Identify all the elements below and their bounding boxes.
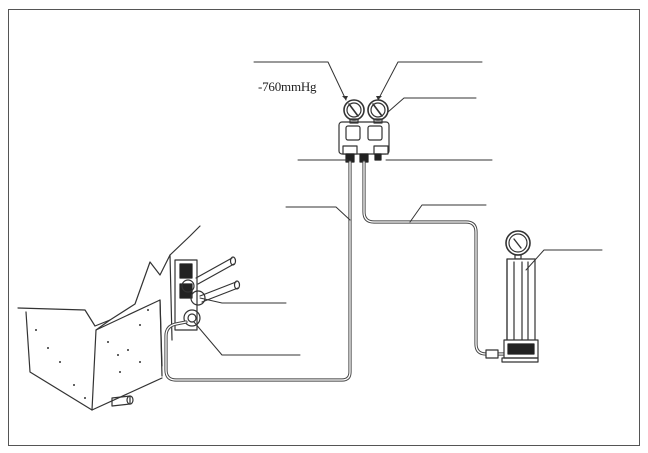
service-valve-icon <box>174 256 241 331</box>
center-charging-hose-inner <box>363 161 507 355</box>
high-pressure-gauge-icon <box>367 99 389 124</box>
outdoor-unit-icon <box>17 225 201 411</box>
refrigerant-cylinder-icon <box>501 230 539 363</box>
low-pressure-gauge-icon <box>343 99 365 124</box>
gauge-reading-label: -760mmHg <box>258 79 317 94</box>
manifold-valve-icon <box>338 121 390 163</box>
leader-lines <box>193 61 603 356</box>
diagram-frame <box>8 9 640 446</box>
low-side-charging-hose-inner <box>165 161 351 381</box>
center-charging-hose-icon <box>362 160 508 356</box>
